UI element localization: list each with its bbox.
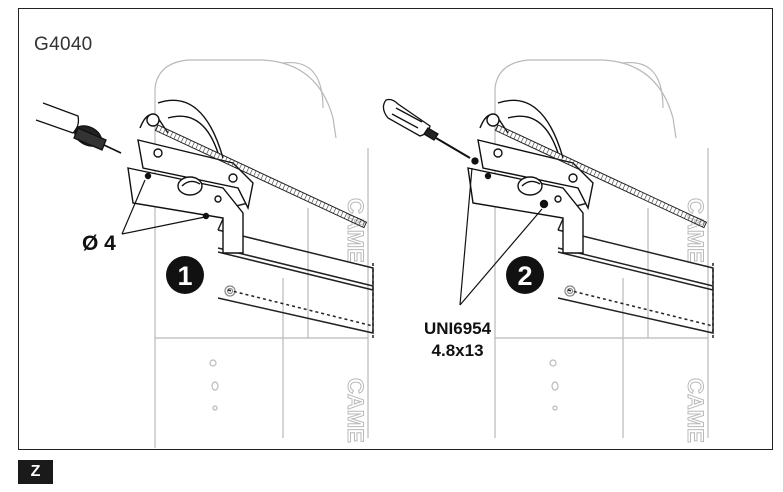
installation-illustration: CAME CAME 1 bbox=[35, 59, 714, 448]
mounting-bracket-right bbox=[467, 99, 594, 254]
mounting-bracket-left bbox=[127, 99, 254, 254]
step-marker-1: 1 bbox=[166, 256, 204, 294]
boom-arm-right bbox=[557, 202, 714, 338]
figure-frame bbox=[18, 8, 773, 450]
boom-arm-left bbox=[217, 202, 374, 338]
drill-tool bbox=[35, 102, 122, 154]
barrier-cabinet-left bbox=[154, 59, 369, 448]
brand-mark-left: CAME bbox=[343, 198, 368, 263]
hole-leaders-left bbox=[121, 179, 206, 235]
brand-mark-right-lower: CAME bbox=[683, 378, 708, 443]
model-label: G4040 bbox=[34, 34, 93, 55]
svg-text:2: 2 bbox=[517, 261, 532, 291]
step-marker-2: 2 bbox=[506, 256, 544, 294]
screwdriver-tool bbox=[382, 98, 479, 165]
svg-text:1: 1 bbox=[177, 261, 192, 291]
drill-diameter-label: Ø 4 bbox=[82, 232, 116, 255]
threaded-rod-right bbox=[494, 124, 708, 229]
screw-size: 4.8x13 bbox=[431, 341, 484, 360]
zone-tab: Z bbox=[18, 460, 53, 484]
screw-standard: UNI6954 bbox=[424, 319, 492, 338]
threaded-rod-left bbox=[154, 124, 368, 229]
brand-mark-right: CAME bbox=[683, 198, 708, 263]
brand-mark-left-lower: CAME bbox=[343, 378, 368, 443]
screw-spec-label: UNI6954 4.8x13 bbox=[424, 318, 491, 362]
screw-leaders-right bbox=[459, 167, 543, 306]
